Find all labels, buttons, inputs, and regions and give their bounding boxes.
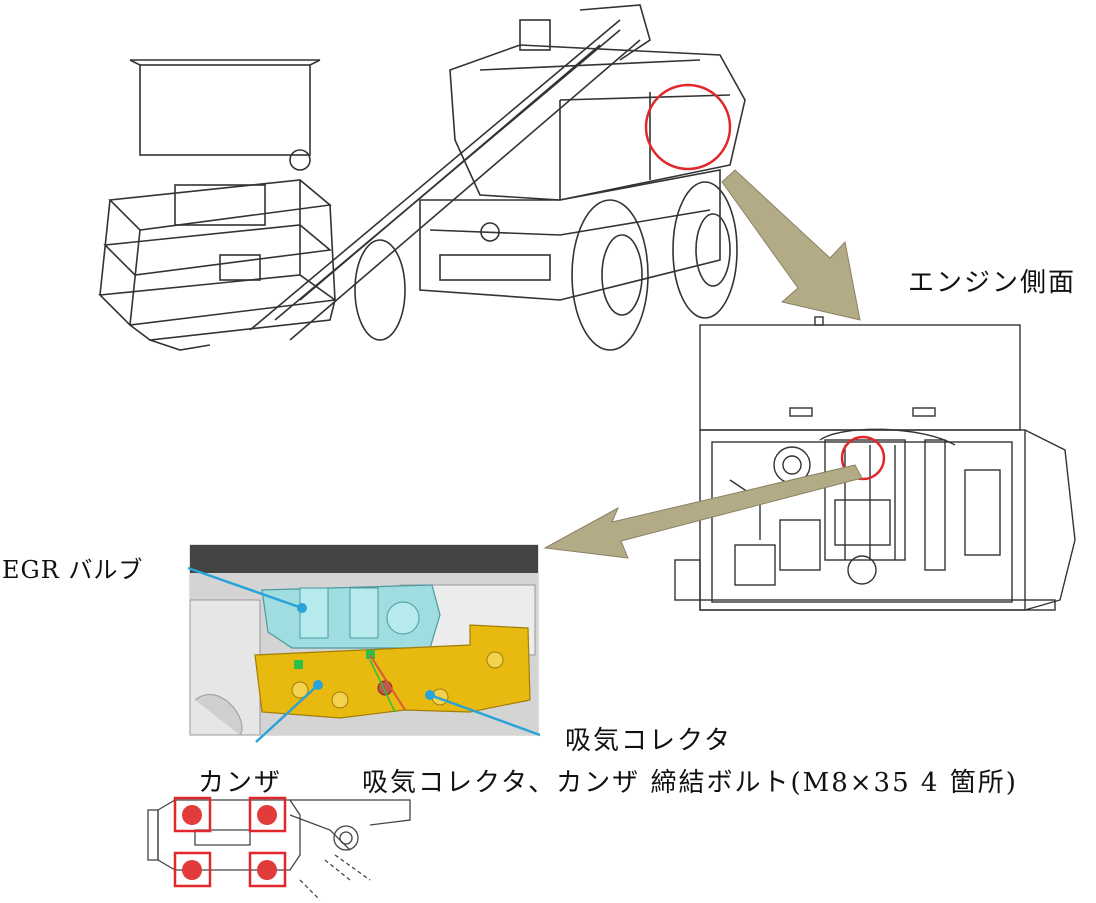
engine-side-label: エンジン側面: [908, 268, 1077, 298]
egr-leader-line: [187, 566, 303, 610]
engine-location-circle: [644, 83, 732, 171]
boom-lift-drawing: [98, 4, 746, 351]
intake-collector-label: 吸気コレクタ: [565, 726, 732, 756]
egr-location-circle: [840, 435, 886, 481]
machine-body: [419, 19, 746, 301]
arrow-to-egr-detail: [543, 464, 863, 559]
wheels: [354, 181, 738, 351]
bolt-marker-top-left: [173, 796, 212, 833]
platform-basket: [98, 59, 338, 351]
egr-valve-label: EGR バルブ: [2, 556, 144, 584]
bolt-layout-drawing: [147, 799, 411, 901]
bolt-marker-bottom-right: [248, 851, 287, 888]
engine-side-view: [674, 316, 1076, 611]
bolt-marker-bottom-left: [173, 851, 212, 888]
collector-leader-line: [429, 693, 541, 737]
kanza-label: カンザ: [198, 768, 283, 798]
bolt-marker-top-right: [248, 796, 287, 833]
intake-collector-part: [254, 624, 531, 719]
bolt-markers: [173, 796, 287, 888]
arrow-to-engine-side: [721, 169, 861, 321]
boom-arm: [249, 4, 651, 341]
bolt-note-label: 吸気コレクタ、カンザ 締結ボルト(M8×35 4 箇所): [362, 768, 1018, 798]
kanza-leader-line: [255, 684, 319, 743]
egr-detail-image: [189, 544, 539, 736]
